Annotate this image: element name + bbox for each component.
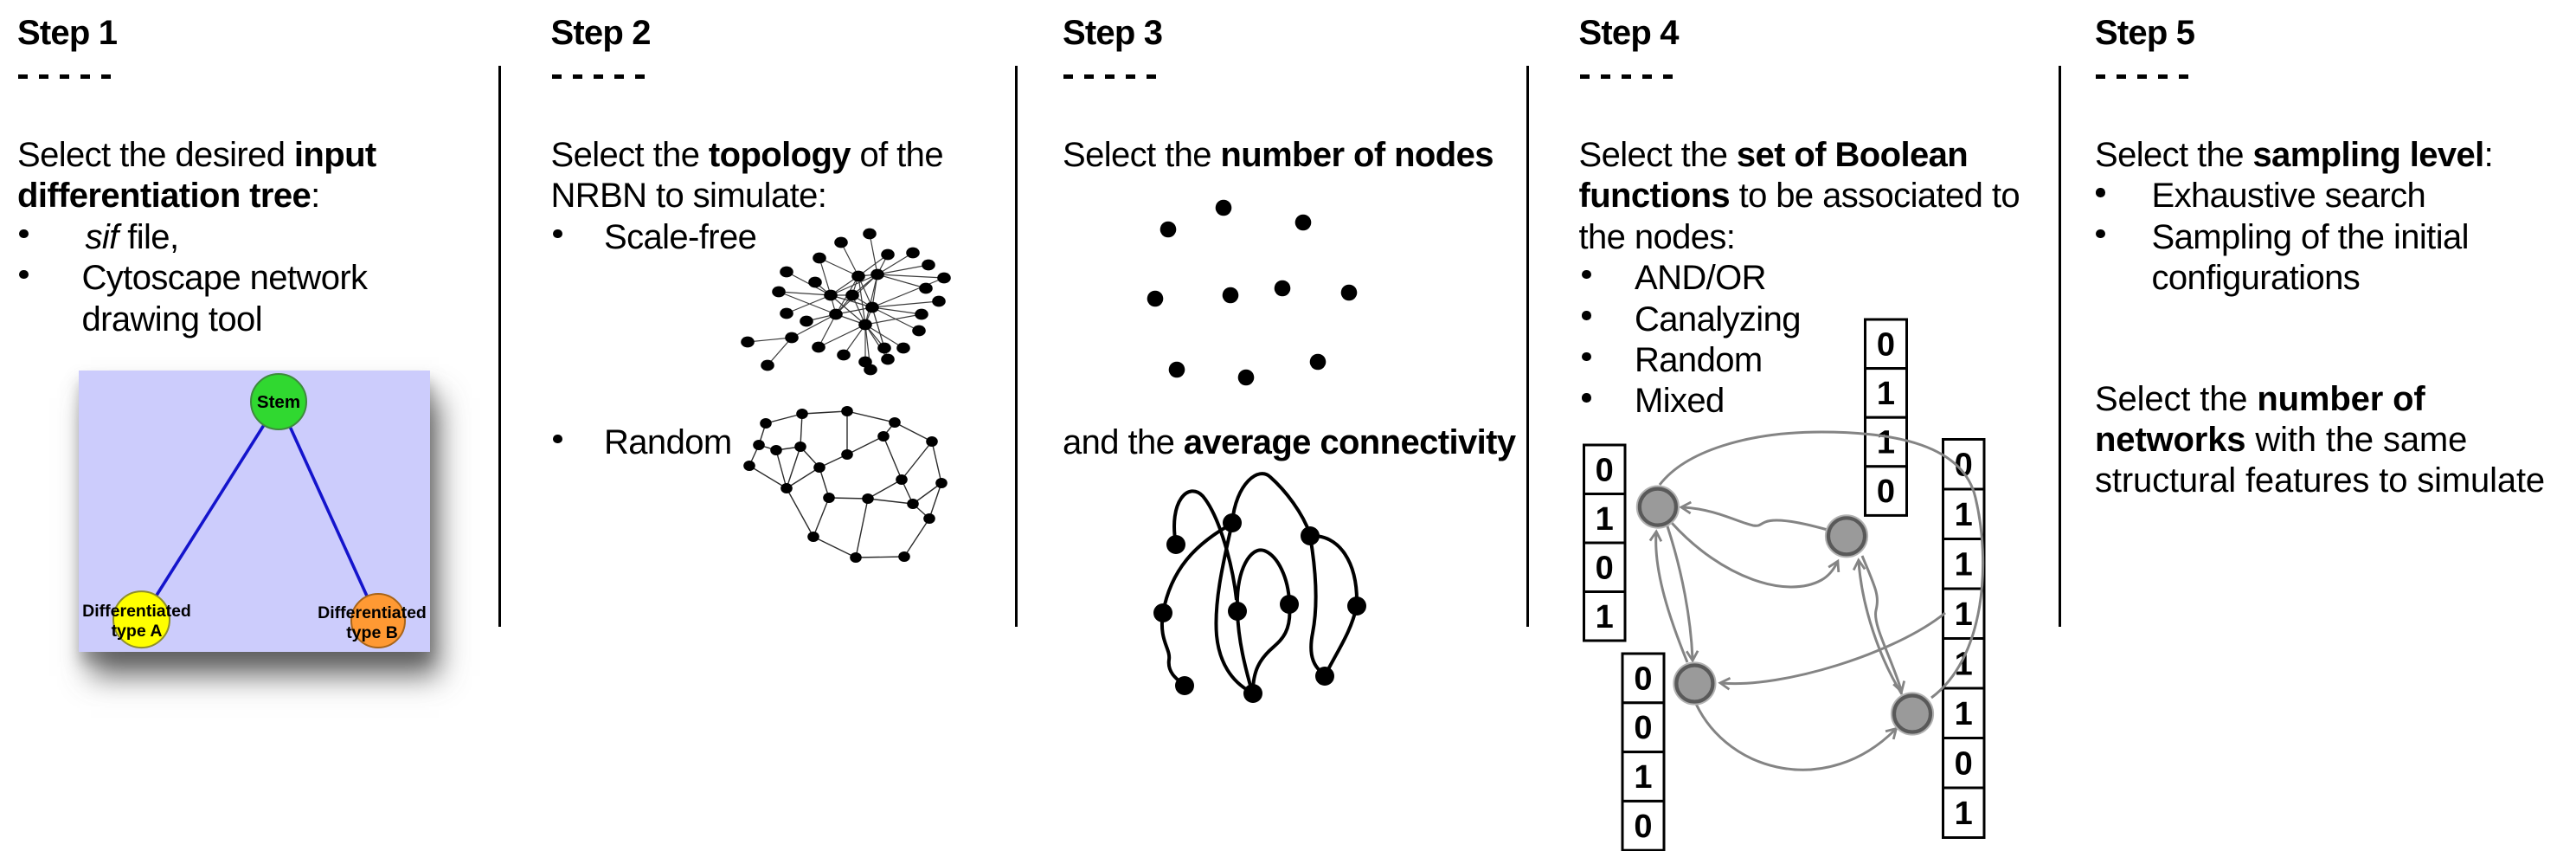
svg-text:1: 1 bbox=[1955, 696, 1973, 732]
svg-text:type A: type A bbox=[112, 622, 163, 641]
svg-text:1: 1 bbox=[1955, 596, 1973, 633]
svg-text:1: 1 bbox=[1955, 646, 1973, 682]
svg-text:1: 1 bbox=[1877, 425, 1895, 461]
svg-text:0: 0 bbox=[1877, 326, 1895, 363]
svg-text:0: 0 bbox=[1596, 452, 1614, 488]
svg-text:0: 0 bbox=[1634, 809, 1652, 845]
svg-text:1: 1 bbox=[1955, 796, 1973, 832]
svg-text:1: 1 bbox=[1955, 546, 1973, 583]
svg-text:1: 1 bbox=[1634, 759, 1652, 796]
svg-text:type B: type B bbox=[346, 623, 398, 642]
svg-text:0: 0 bbox=[1634, 661, 1652, 697]
svg-text:Stem: Stem bbox=[257, 392, 300, 412]
svg-text:0: 0 bbox=[1634, 710, 1652, 746]
svg-text:1: 1 bbox=[1596, 501, 1614, 538]
svg-text:0: 0 bbox=[1877, 474, 1895, 510]
svg-text:0: 0 bbox=[1596, 550, 1614, 586]
svg-text:0: 0 bbox=[1955, 745, 1973, 782]
svg-text:1: 1 bbox=[1877, 376, 1895, 412]
svg-text:1: 1 bbox=[1955, 497, 1973, 533]
svg-text:0: 0 bbox=[1955, 447, 1973, 483]
svg-text:Differentiated: Differentiated bbox=[82, 602, 191, 621]
svg-text:Differentiated: Differentiated bbox=[318, 603, 427, 622]
svg-text:1: 1 bbox=[1596, 599, 1614, 635]
